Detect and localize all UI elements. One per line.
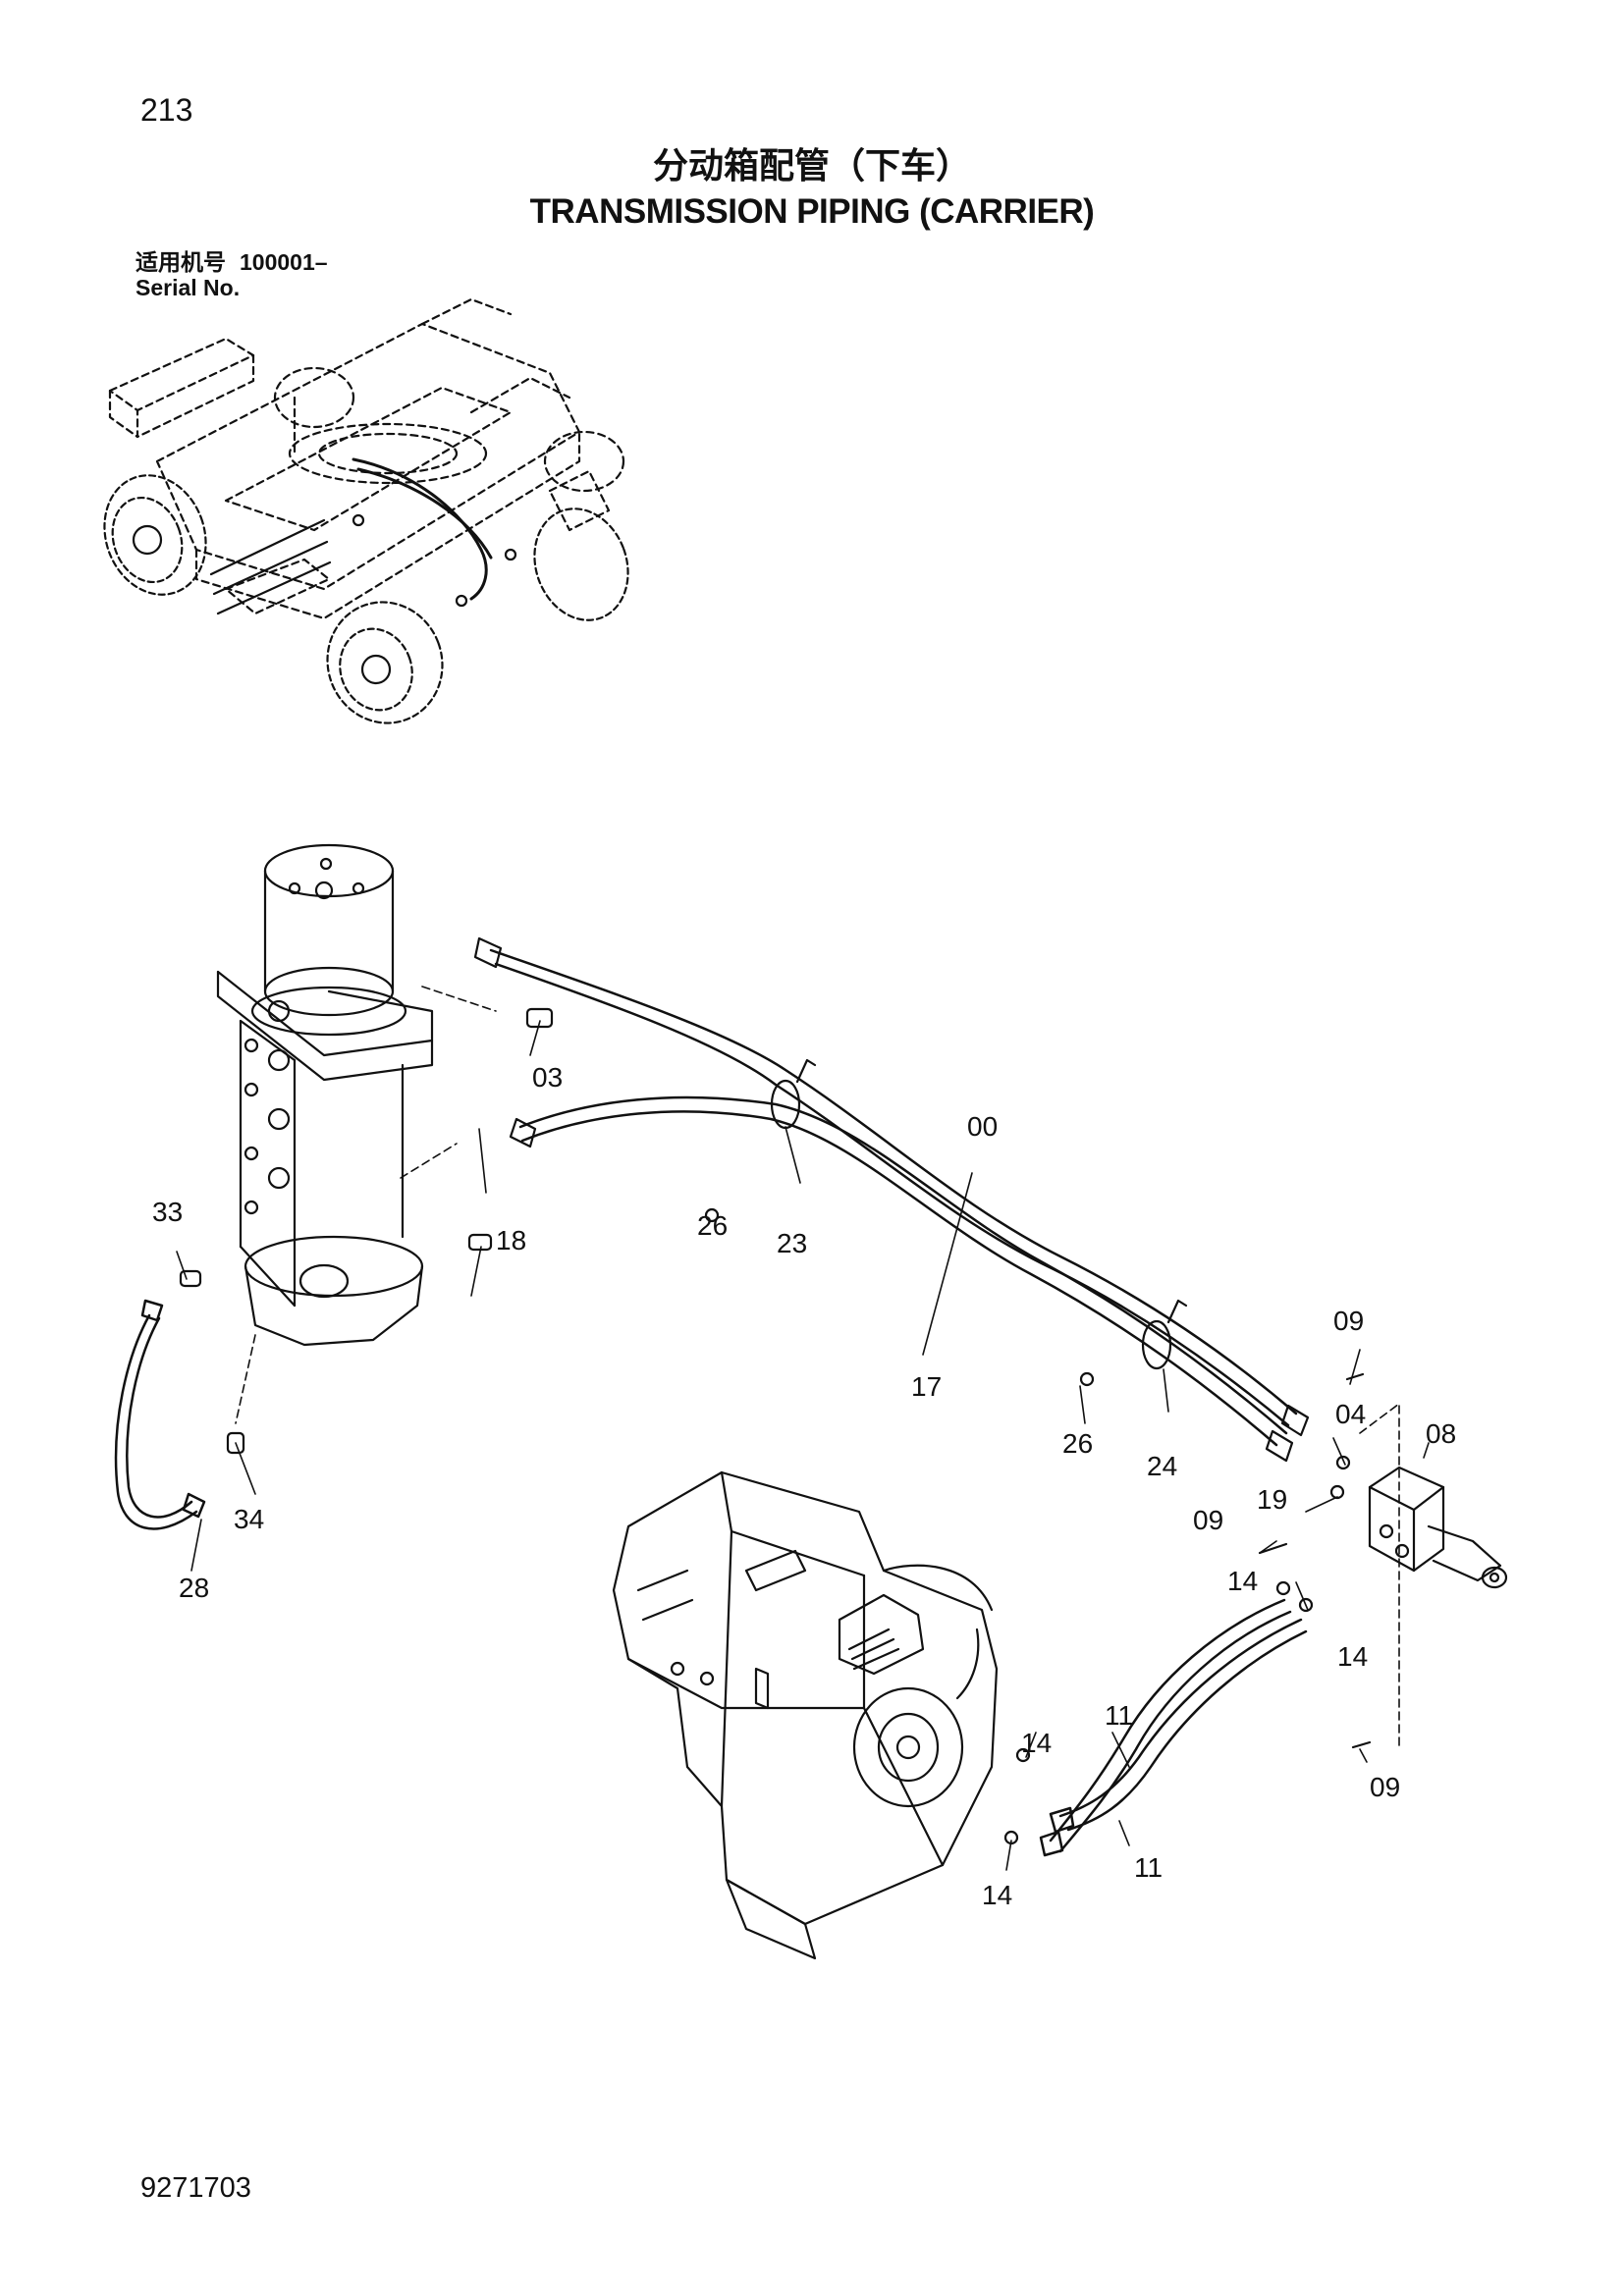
callout-14-transmission-lower: 14 (982, 1880, 1012, 1910)
callout-14-transmission-upper: 14 (1021, 1728, 1052, 1758)
document-code: 9271703 (140, 2172, 251, 2204)
callout-03: 03 (532, 1062, 563, 1093)
pipe-end-fittings (473, 936, 1310, 1463)
callout-34: 34 (234, 1504, 264, 1534)
page-number: 213 (140, 92, 193, 128)
hoses-11 (1039, 1598, 1308, 1857)
center-joint-illustration (216, 843, 434, 1347)
callout-09-bottom: 09 (1370, 1772, 1400, 1802)
small-fittings (179, 1007, 1372, 1845)
callout-09-middle: 09 (1193, 1505, 1223, 1535)
callout-24: 24 (1147, 1451, 1177, 1481)
leader-lines (176, 986, 1430, 1871)
callout-09-top: 09 (1333, 1306, 1364, 1336)
callout-26-upper: 26 (697, 1210, 728, 1241)
hose-clamps (770, 1058, 1188, 1370)
serial-label-english: Serial No. (135, 275, 241, 300)
carrier-overview-illustration (103, 297, 629, 724)
callout-labels: 03 00 18 26 23 33 17 09 04 08 26 24 19 0… (152, 1062, 1456, 1910)
callout-17: 17 (911, 1371, 942, 1402)
serial-label-chinese: 适用机号 (135, 250, 226, 276)
callout-00: 00 (967, 1111, 998, 1142)
callout-08: 08 (1426, 1418, 1456, 1449)
serial-number-block: 适用机号 100001– Serial No. (135, 250, 328, 300)
callout-14-manifold-bottom: 14 (1337, 1641, 1368, 1672)
callout-26-lower: 26 (1062, 1428, 1093, 1459)
callout-14-manifold-left: 14 (1227, 1566, 1258, 1596)
callout-11-lower: 11 (1134, 1852, 1163, 1883)
hose-28 (114, 1299, 206, 1530)
callout-04: 04 (1335, 1399, 1366, 1429)
callout-33: 33 (152, 1197, 183, 1227)
callout-23: 23 (777, 1228, 807, 1258)
serial-number-value: 100001– (240, 249, 328, 275)
callout-11-upper: 11 (1105, 1700, 1133, 1731)
manifold-block-illustration (1368, 1466, 1508, 1589)
callout-18: 18 (496, 1225, 526, 1255)
transmission-illustration (612, 1470, 999, 1960)
page-title-english: TRANSMISSION PIPING (CARRIER) (529, 192, 1095, 231)
pipe-assembly-17 (489, 948, 1298, 1447)
page-title-chinese: 分动箱配管（下车） (652, 146, 971, 187)
callout-19: 19 (1257, 1484, 1287, 1515)
callout-28: 28 (179, 1573, 209, 1603)
